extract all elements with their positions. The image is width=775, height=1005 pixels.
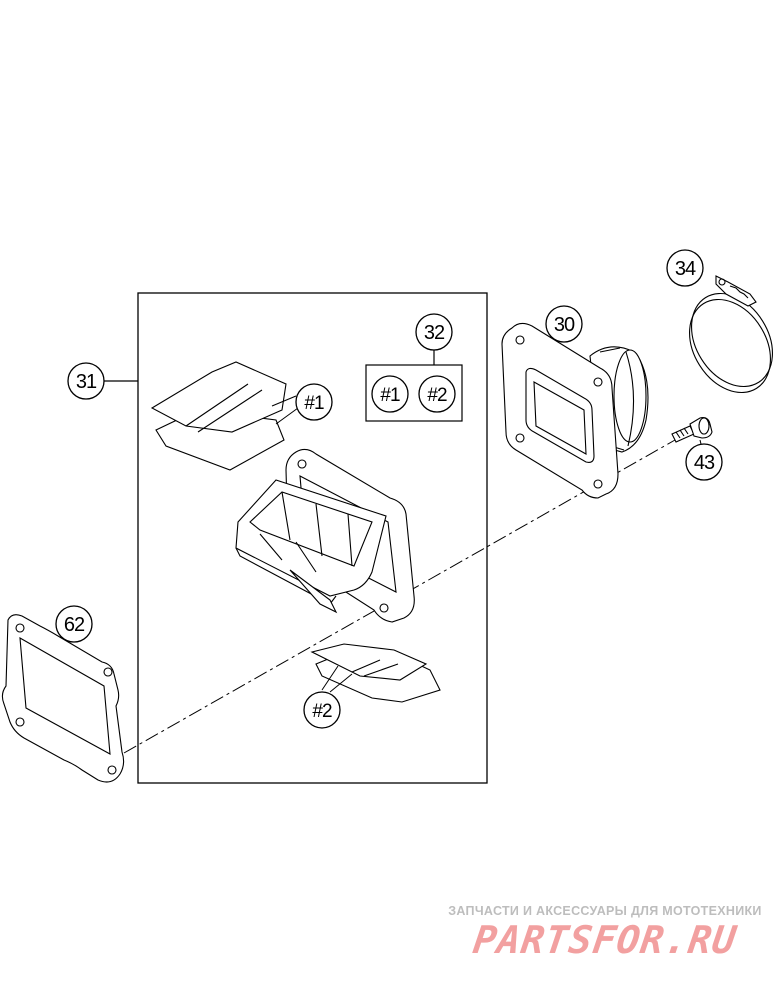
reed-block-31 — [235, 448, 415, 623]
callout-30-label: 30 — [554, 314, 575, 336]
callout-1-kit-label: #1 — [380, 385, 400, 406]
leader-2-reed-a — [321, 665, 339, 691]
kit-31-frame — [137, 292, 488, 784]
watermark-caption: ЗАПЧАСТИ И АКСЕССУАРЫ ДЛЯ МОТОТЕХНИКИ — [448, 904, 762, 918]
watermark: ЗАПЧАСТИ И АКСЕССУАРЫ ДЛЯ МОТОТЕХНИКИ PA… — [445, 904, 765, 962]
reed-petals-1 — [150, 361, 287, 471]
kit-32-box — [365, 364, 463, 422]
callout-1-reed: #1 — [295, 383, 333, 421]
callout-34-label: 34 — [675, 258, 696, 280]
callout-2-reed-label: #2 — [312, 701, 332, 722]
leader-1-reed-a — [271, 395, 297, 407]
screw-43 — [671, 417, 713, 443]
callout-43: 43 — [685, 443, 723, 481]
callout-32-label: 32 — [424, 322, 445, 344]
callout-2-kit: #2 — [418, 375, 456, 413]
hose-clamp-34 — [689, 275, 773, 394]
gasket-62 — [1, 614, 125, 783]
leader-2-reed-b — [329, 673, 353, 693]
callout-32: 32 — [415, 313, 453, 351]
callout-1-kit: #1 — [371, 375, 409, 413]
callout-2-reed: #2 — [303, 691, 341, 729]
callout-2-kit-label: #2 — [427, 385, 447, 406]
leader-1-reed-b — [275, 407, 299, 425]
callout-30: 30 — [545, 305, 583, 343]
reed-petals-2 — [310, 643, 441, 703]
callout-1-reed-label: #1 — [304, 393, 324, 414]
callout-31: 31 — [67, 362, 105, 400]
callout-43-label: 43 — [694, 452, 715, 474]
watermark-logo: PARTSFOR.RU — [470, 918, 740, 962]
callout-62: 62 — [55, 605, 93, 643]
intake-manifold-30 — [501, 322, 649, 499]
callout-31-label: 31 — [76, 371, 97, 393]
callout-34: 34 — [666, 249, 704, 287]
callout-62-label: 62 — [64, 614, 85, 636]
